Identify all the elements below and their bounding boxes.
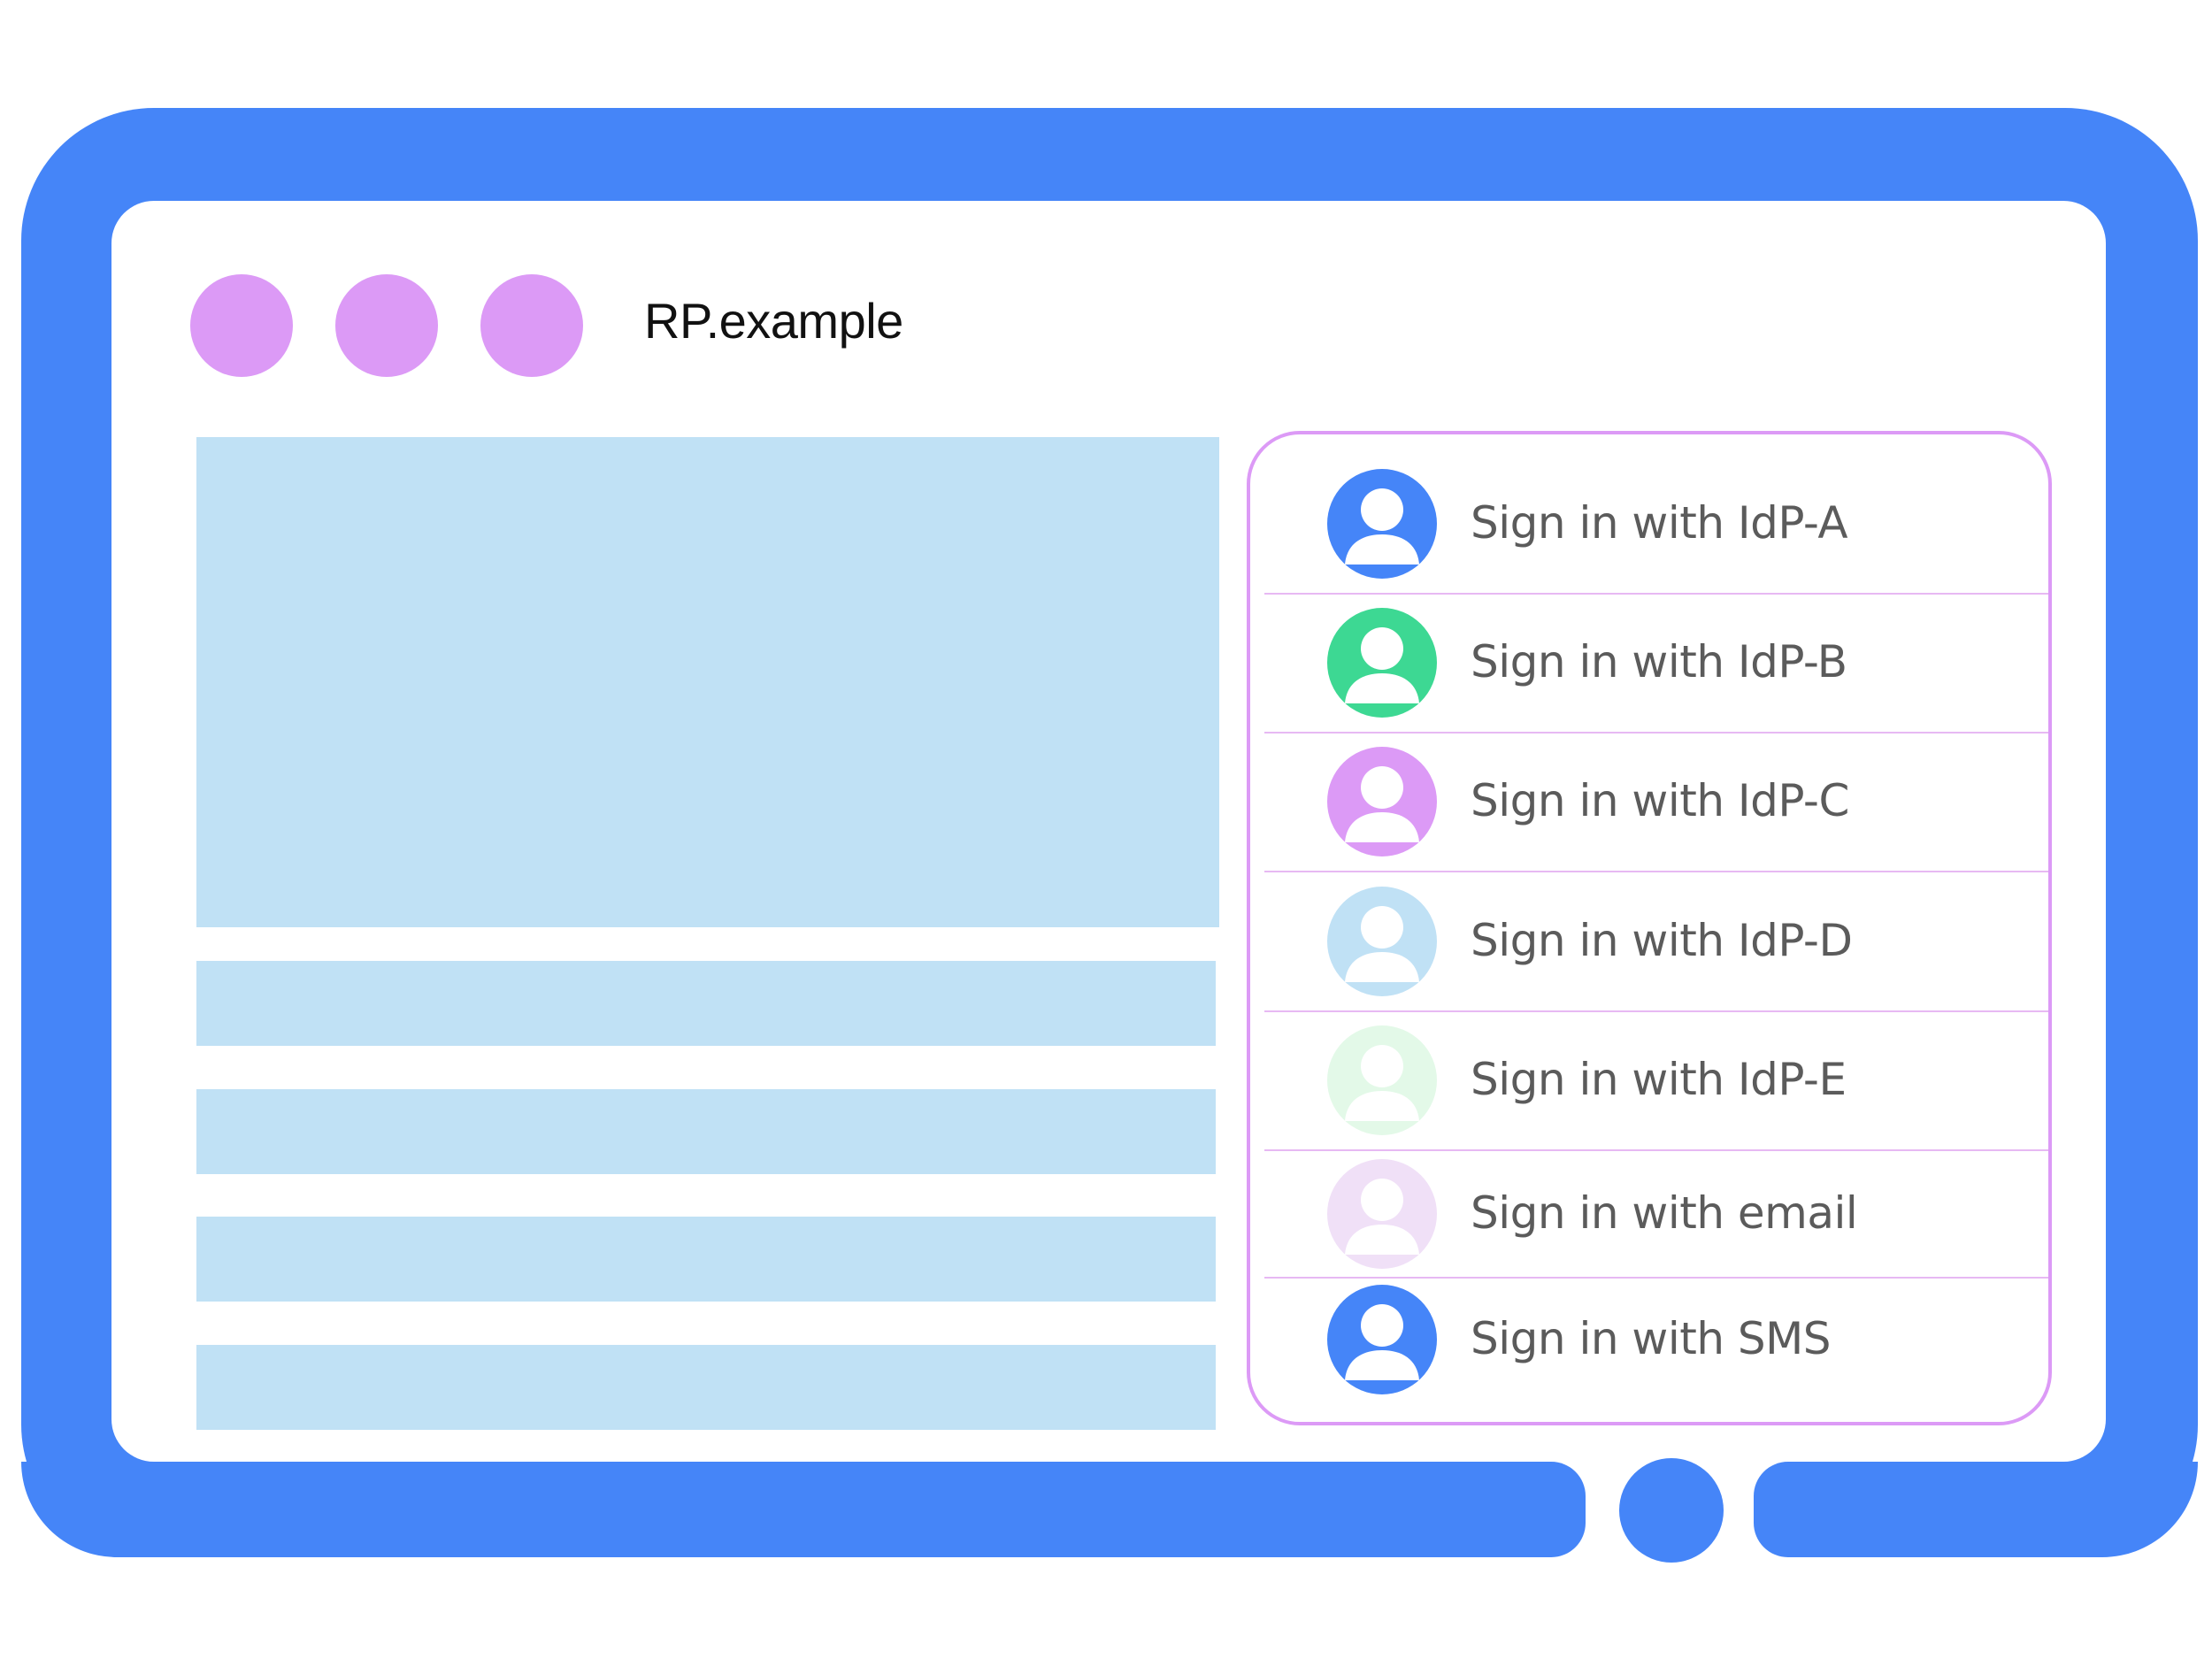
- signin-divider: [1264, 593, 2048, 595]
- user-avatar-icon: [1327, 887, 1437, 996]
- signin-option-label: Sign in with IdP-C: [1471, 775, 1849, 826]
- signin-divider: [1264, 1010, 2048, 1012]
- signin-option[interactable]: Sign in with IdP-C: [1266, 740, 2048, 864]
- signin-option[interactable]: Sign in with IdP-A: [1266, 462, 2048, 586]
- signin-option-label: Sign in with IdP-B: [1471, 636, 1847, 687]
- signin-option-label: Sign in with SMS: [1471, 1313, 1832, 1364]
- window-control-dot-2[interactable]: [335, 274, 438, 377]
- signin-option[interactable]: Sign in with IdP-D: [1266, 879, 2048, 1003]
- user-avatar-icon: [1327, 1025, 1437, 1135]
- signin-option-label: Sign in with IdP-D: [1471, 915, 1853, 966]
- user-avatar-icon: [1327, 747, 1437, 856]
- window-control-dot-3[interactable]: [480, 274, 583, 377]
- signin-option-label: Sign in with email: [1471, 1187, 1858, 1239]
- signin-option[interactable]: Sign in with SMS: [1266, 1278, 2048, 1402]
- device-bottom-bar-left: [21, 1462, 1586, 1557]
- signin-divider: [1264, 1277, 2048, 1279]
- user-avatar-icon: [1327, 608, 1437, 718]
- signin-option-label: Sign in with IdP-A: [1471, 497, 1848, 549]
- user-avatar-icon: [1327, 1285, 1437, 1394]
- content-line-placeholder: [196, 1217, 1216, 1302]
- user-avatar-icon: [1327, 1159, 1437, 1269]
- content-line-placeholder: [196, 961, 1216, 1046]
- device-bottom-bar-right: [1754, 1462, 2198, 1557]
- hero-image-placeholder: [196, 437, 1219, 927]
- signin-option[interactable]: Sign in with IdP-B: [1266, 601, 2048, 725]
- window-control-dot-1[interactable]: [190, 274, 293, 377]
- signin-panel: Sign in with IdP-A Sign in with IdP-B Sign…: [1247, 431, 2052, 1425]
- signin-option-label: Sign in with IdP-E: [1471, 1054, 1847, 1105]
- content-line-placeholder: [196, 1089, 1216, 1174]
- site-address: RP.example: [644, 293, 903, 349]
- home-button[interactable]: [1619, 1458, 1724, 1563]
- signin-option[interactable]: Sign in with email: [1266, 1152, 2048, 1276]
- signin-divider: [1264, 871, 2048, 872]
- content-line-placeholder: [196, 1345, 1216, 1430]
- signin-divider: [1264, 732, 2048, 733]
- signin-option[interactable]: Sign in with IdP-E: [1266, 1018, 2048, 1142]
- user-avatar-icon: [1327, 469, 1437, 579]
- signin-divider: [1264, 1149, 2048, 1151]
